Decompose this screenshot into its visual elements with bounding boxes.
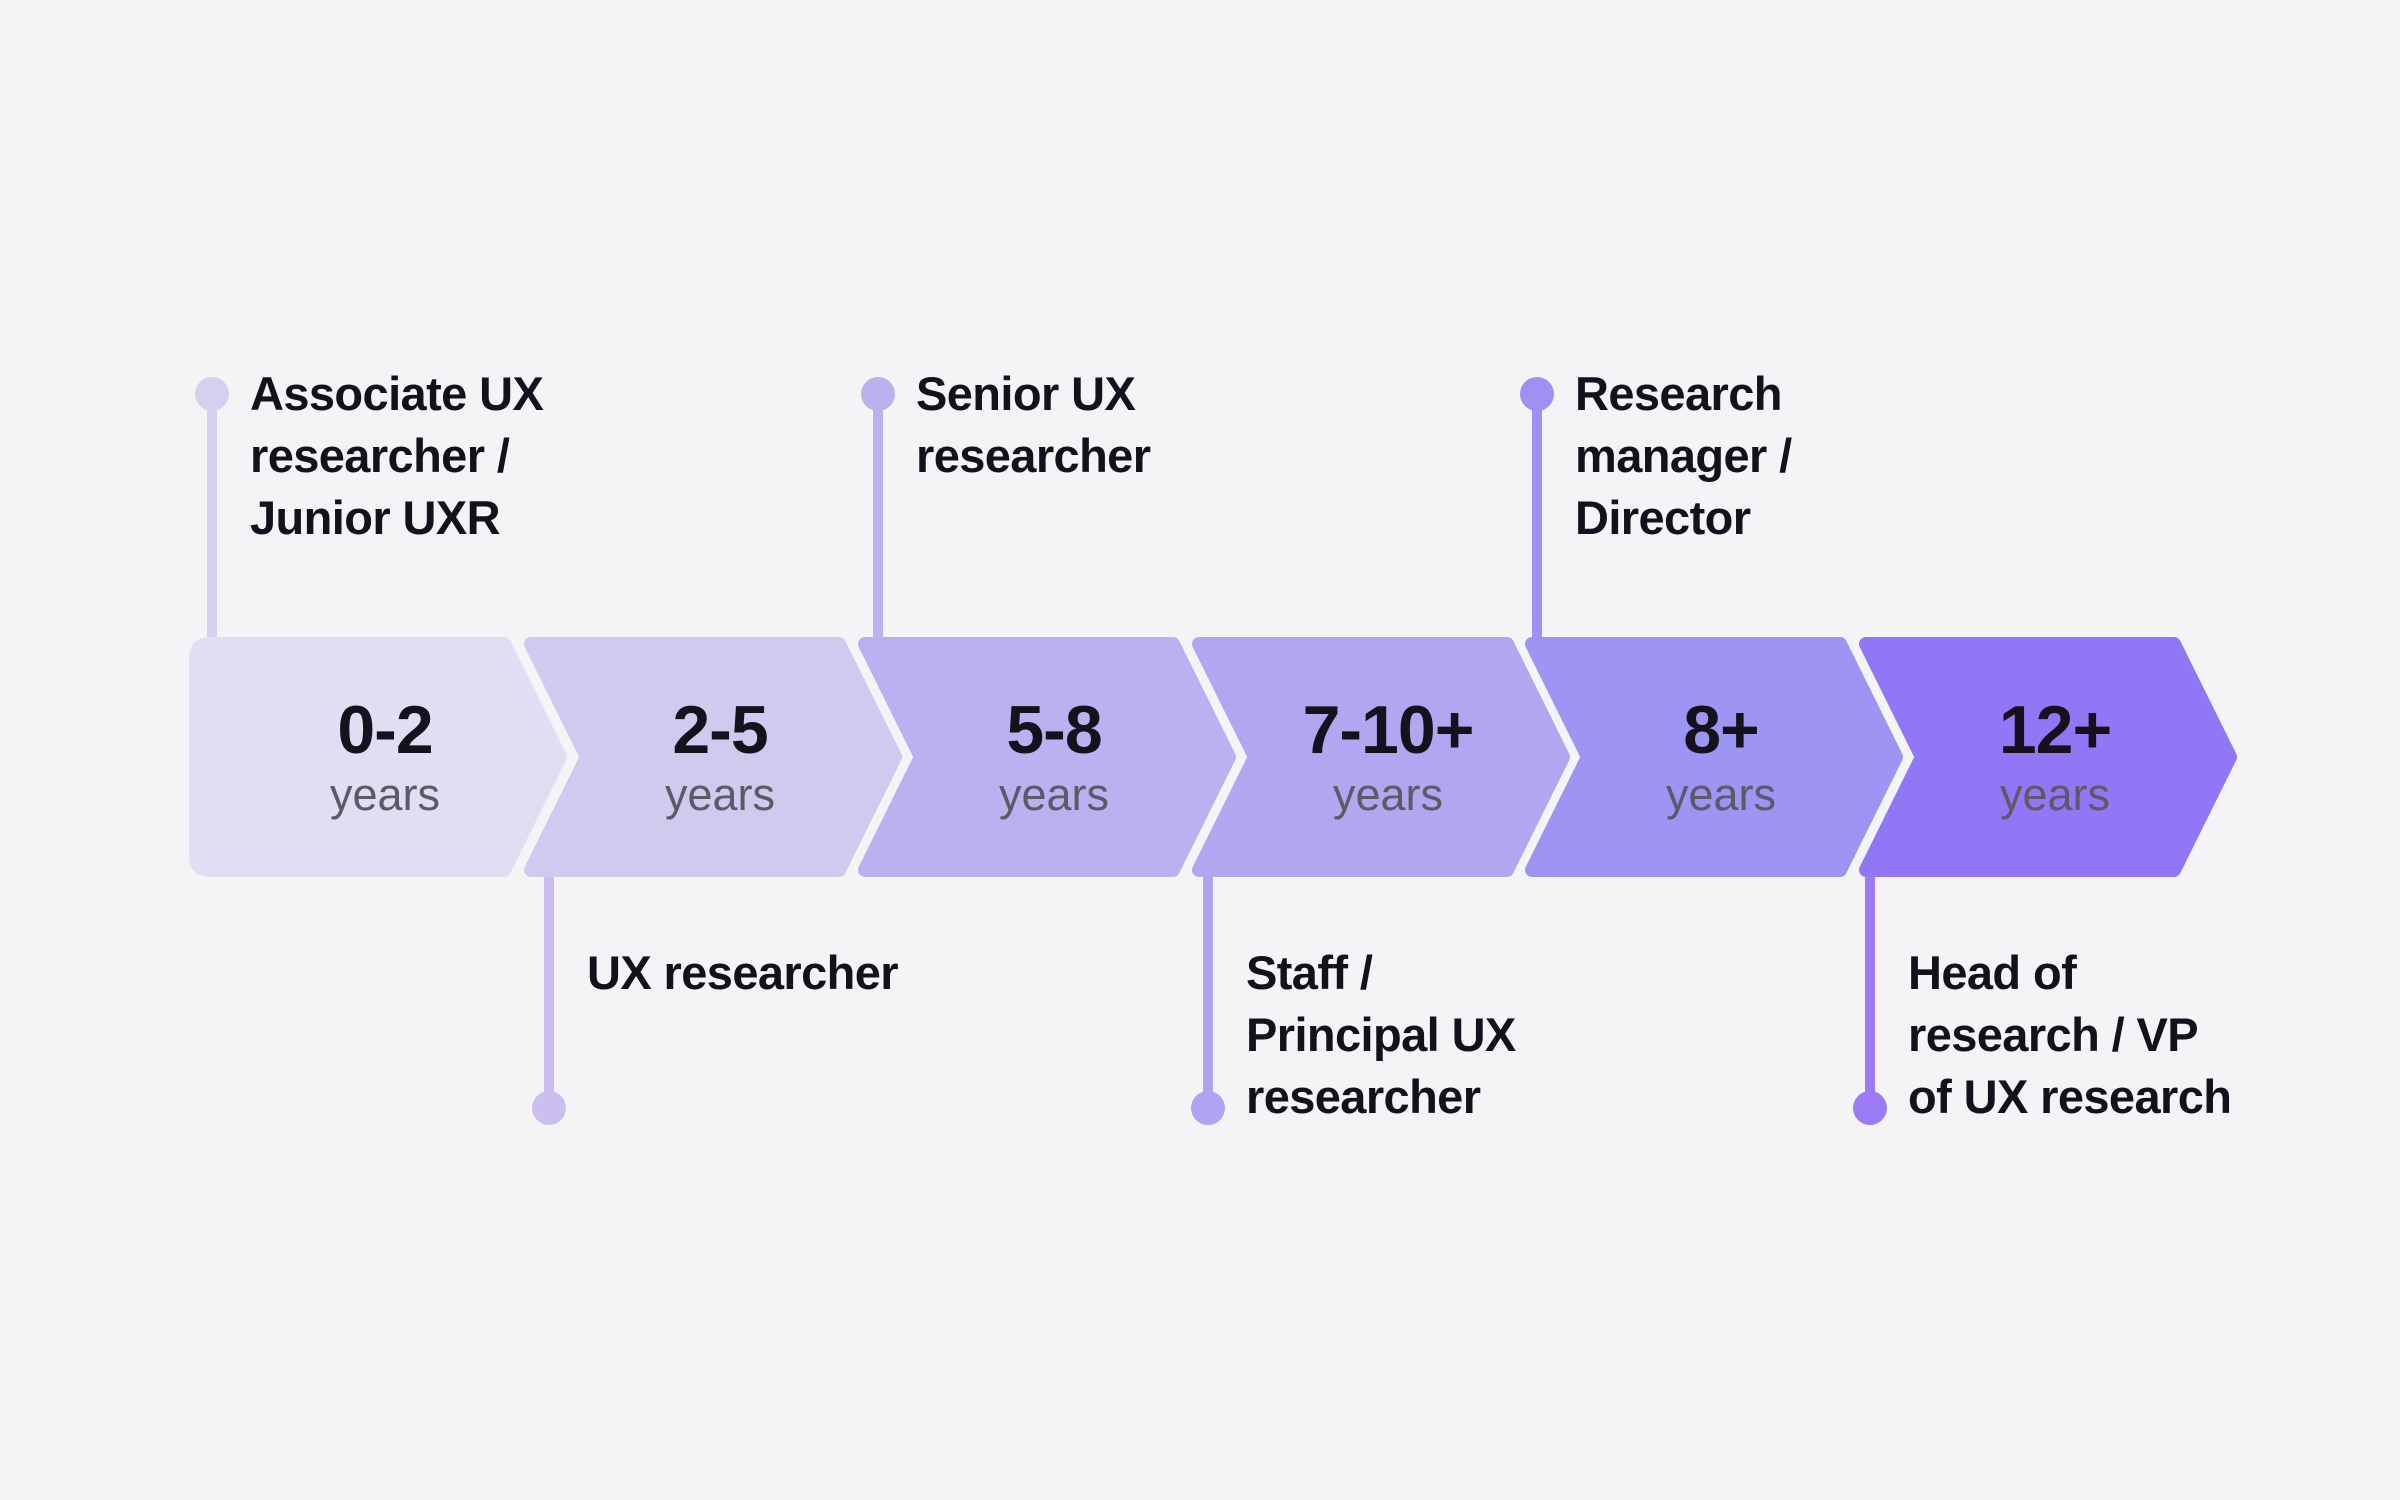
connector-dot — [861, 377, 895, 411]
connector-dot — [1520, 377, 1554, 411]
role-label-research-manager-director: Research manager / Director — [1575, 367, 1792, 544]
chevron-arrow-shape — [1859, 637, 2237, 877]
chevron-arrow-shape — [524, 637, 902, 877]
connector-line — [1532, 394, 1542, 652]
chevron-arrow-shape — [189, 637, 567, 877]
connector-dot — [1853, 1091, 1887, 1125]
role-label-staff-principal-ux-researcher: Staff / Principal UX researcher — [1246, 946, 1516, 1123]
connector-line — [207, 394, 217, 652]
connector-line — [1865, 858, 1875, 1108]
role-label-associate-ux-researcher: Associate UX researcher / Junior UXR — [250, 367, 544, 544]
chevron-segment-0-2-years: 0-2 years — [189, 637, 567, 877]
connector-line — [1203, 858, 1213, 1108]
chevron-arrow-shape — [1192, 637, 1570, 877]
chevron-segment-5-8-years: 5-8 years — [858, 637, 1236, 877]
chevron-segment-2-5-years: 2-5 years — [524, 637, 902, 877]
connector-line — [544, 858, 554, 1108]
chevron-arrow-shape — [858, 637, 1236, 877]
chevron-segment-8-plus-years: 8+ years — [1525, 637, 1903, 877]
chevron-arrow-shape — [1525, 637, 1903, 877]
connector-line — [873, 394, 883, 652]
connector-dot — [532, 1091, 566, 1125]
connector-dot — [195, 377, 229, 411]
chevron-segment-12-plus-years: 12+ years — [1859, 637, 2237, 877]
role-label-senior-ux-researcher: Senior UX researcher — [916, 367, 1151, 482]
role-label-ux-researcher: UX researcher — [587, 946, 899, 999]
chevron-segment-7-10-years: 7-10+ years — [1192, 637, 1570, 877]
role-label-head-of-research-vp: Head of research / VP of UX research — [1908, 946, 2232, 1123]
connector-dot — [1191, 1091, 1225, 1125]
